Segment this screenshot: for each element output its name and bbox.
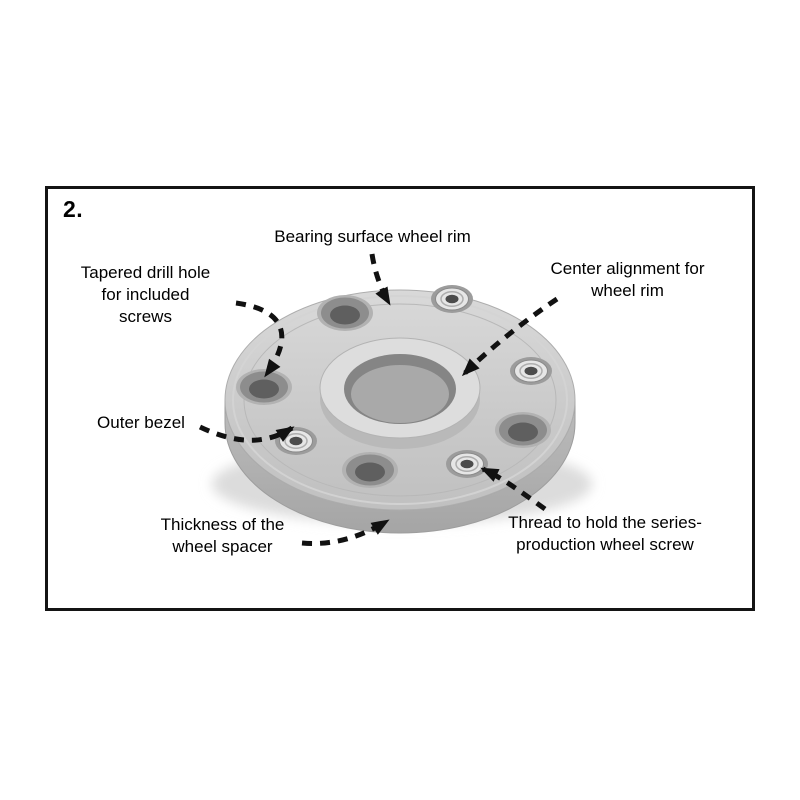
label-line: Bearing surface wheel rim bbox=[274, 227, 471, 246]
label-line: Thickness of the bbox=[160, 515, 285, 534]
step-number: 2. bbox=[63, 196, 84, 222]
label-line: Center alignment for bbox=[550, 259, 705, 278]
label-line: wheel rim bbox=[591, 281, 664, 300]
label-line: screws bbox=[119, 307, 172, 326]
label-line: for included bbox=[101, 285, 190, 304]
arrow-bearing-surface bbox=[369, 253, 392, 306]
drill-hole bbox=[495, 412, 551, 448]
threaded-hole bbox=[510, 357, 552, 385]
center-bore-floor bbox=[351, 365, 449, 423]
arrow-tapered-drill-hole bbox=[235, 300, 285, 378]
label-line: wheel spacer bbox=[172, 537, 273, 556]
arrow-thread bbox=[480, 466, 547, 512]
drill-hole bbox=[236, 369, 292, 405]
label-tapered-drill-hole: Tapered drill hole for included screws bbox=[58, 262, 233, 328]
label-thread: Thread to hold the series- production wh… bbox=[485, 512, 725, 556]
label-line: Outer bezel bbox=[97, 413, 185, 432]
drill-hole bbox=[317, 295, 373, 331]
label-line: production wheel screw bbox=[516, 535, 694, 554]
threaded-hole bbox=[431, 285, 473, 313]
label-bearing-surface: Bearing surface wheel rim bbox=[245, 226, 500, 248]
outer-bezel-ring bbox=[232, 295, 568, 505]
annotation-arrows bbox=[198, 253, 559, 546]
label-center-alignment: Center alignment for wheel rim bbox=[525, 258, 730, 302]
label-line: Tapered drill hole bbox=[80, 263, 211, 282]
arrow-center-alignment bbox=[461, 296, 559, 377]
drill-hole bbox=[342, 452, 398, 488]
label-outer-bezel: Outer bezel bbox=[85, 412, 197, 434]
arrow-outer-bezel bbox=[198, 424, 295, 443]
threaded-hole bbox=[446, 450, 488, 478]
arrow-thickness bbox=[301, 518, 390, 546]
label-thickness: Thickness of the wheel spacer bbox=[140, 514, 305, 558]
label-line: Thread to hold the series- bbox=[508, 513, 702, 532]
threaded-hole bbox=[275, 427, 317, 455]
bezel-chamfer-ring bbox=[243, 303, 557, 497]
